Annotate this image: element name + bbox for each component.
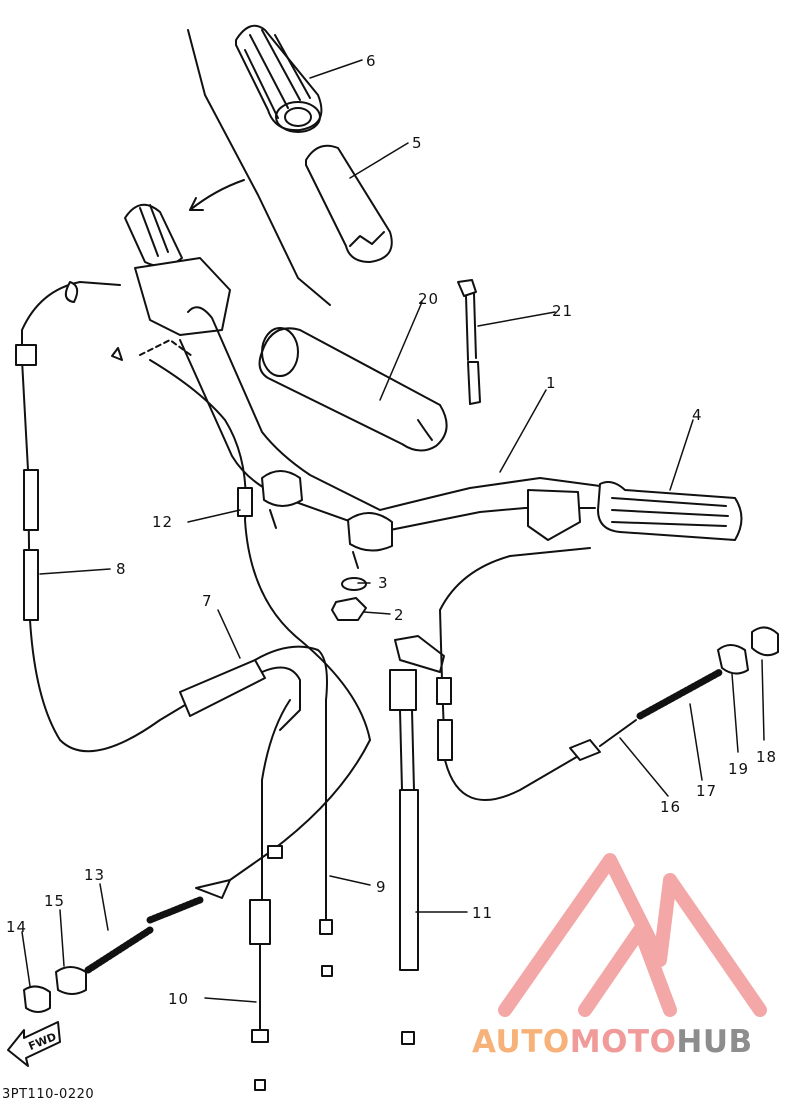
part-13-spring [84, 926, 154, 974]
part-15-bushing [55, 966, 87, 995]
callout-7: 7 [202, 592, 213, 610]
handlebar-clamps [261, 470, 393, 569]
part-21-band [457, 279, 481, 405]
callout-18: 18 [756, 748, 777, 766]
callout-13: 13 [84, 866, 105, 884]
callout-5: 5 [412, 134, 423, 152]
brake-cable-right [436, 547, 591, 801]
callout-20: 20 [418, 290, 439, 308]
part-3-washer [341, 577, 367, 591]
part-20-grip [258, 327, 448, 452]
catalog-code: 3PT110-0220 [2, 1087, 95, 1102]
part-19-bushing [717, 644, 749, 675]
watermark-text: AUTOMOTOHUB [472, 1024, 753, 1060]
callout-3: 3 [378, 574, 389, 592]
part-16-adjuster [569, 719, 637, 761]
callout-15: 15 [44, 892, 65, 910]
part-11-speedo-cable [389, 635, 445, 1045]
callout-14: 14 [6, 918, 27, 936]
callout-16: 16 [660, 798, 681, 816]
part-9-cable [319, 699, 333, 977]
callout-9: 9 [376, 878, 387, 896]
callout-12: 12 [152, 513, 173, 531]
callout-4: 4 [692, 406, 703, 424]
part-4-right-grip [527, 481, 743, 541]
callout-21: 21 [552, 302, 573, 320]
fwd-arrow-icon [7, 1021, 61, 1067]
leader-lines [21, 59, 765, 1003]
callout-11: 11 [472, 904, 493, 922]
watermark-logo [498, 853, 767, 1017]
part-17-spring [636, 668, 724, 720]
watermark-part2: MOTO [569, 1024, 677, 1060]
callout-17: 17 [696, 782, 717, 800]
left-grip [124, 203, 183, 268]
callout-1: 1 [546, 374, 557, 392]
callout-10: 10 [168, 990, 189, 1008]
part-18-cap [751, 626, 779, 657]
part-2-nut [331, 597, 367, 621]
part-8-throttle-cable [15, 281, 186, 753]
callout-8: 8 [116, 560, 127, 578]
callout-6: 6 [366, 52, 377, 70]
part-6-grip [235, 24, 323, 133]
part-10-cable [249, 699, 291, 1091]
watermark-part1: AUTO [472, 1024, 570, 1060]
callout-19: 19 [728, 760, 749, 778]
callout-2: 2 [394, 606, 405, 624]
watermark-part3: HUB [676, 1024, 753, 1060]
part-7-junction [179, 645, 328, 931]
throttle-housing [134, 257, 231, 357]
part-14-cap [23, 985, 51, 1013]
part-12-cable [111, 347, 371, 741]
part-5-throttle-tube [305, 144, 393, 263]
lower-cable-assembly [146, 739, 371, 924]
assembly-arrow [187, 29, 331, 306]
